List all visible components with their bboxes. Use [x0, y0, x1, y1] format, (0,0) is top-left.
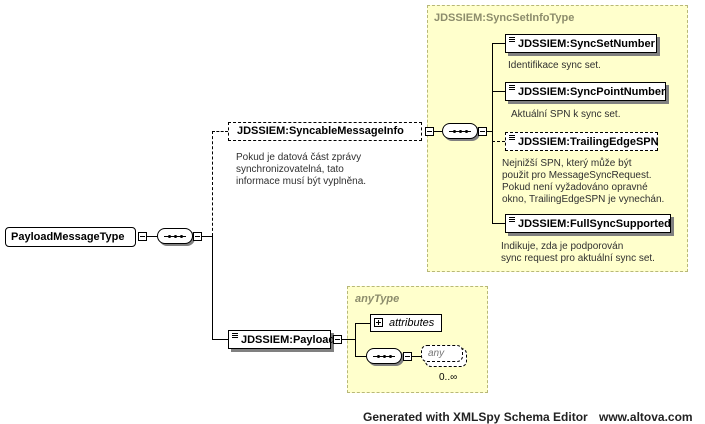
sync-set-info-sequence-toggle[interactable]	[478, 127, 487, 136]
element-label: JDSSIEM:TrailingEdgeSPN	[518, 136, 659, 148]
any-sequence-toggle[interactable]	[403, 352, 412, 361]
connector-line	[355, 323, 370, 324]
attributes-expand-toggle[interactable]	[374, 318, 383, 327]
connector-line-optional	[212, 131, 213, 236]
footer-generated-text: Generated with XMLSpy Schema Editor	[363, 410, 588, 424]
any-cardinality: 0..∞	[439, 372, 458, 383]
element-label: JDSSIEM:SyncPointNumber	[518, 86, 666, 98]
element-syncable-message-info[interactable]: JDSSIEM:SyncableMessageInfo	[228, 122, 422, 141]
element-payload[interactable]: JDSSIEM:Payload	[228, 330, 335, 349]
connector-line-optional	[492, 141, 505, 142]
root-collapse-toggle[interactable]	[138, 232, 147, 241]
attributes-box[interactable]: attributes	[370, 314, 442, 332]
element-icon	[509, 217, 515, 225]
root-sequence-compositor[interactable]	[157, 228, 193, 244]
any-type-title: anyType	[355, 293, 400, 305]
trailing-edge-spn-description: Nejnižší SPN, který může být použit pro …	[502, 158, 665, 205]
payload-collapse-toggle[interactable]	[333, 335, 342, 344]
element-icon	[232, 333, 238, 341]
syncable-collapse-toggle[interactable]	[425, 127, 434, 136]
root-element-payload-message-type[interactable]: PayloadMessageType	[5, 227, 136, 247]
connector-line	[487, 131, 492, 132]
syncable-description: Pokud je datová část zprávy synchronizov…	[236, 152, 367, 187]
sync-set-info-sequence-compositor[interactable]	[442, 123, 478, 139]
any-type-panel	[347, 286, 488, 393]
connector-line	[342, 339, 355, 340]
sequence-dot	[168, 235, 171, 238]
connector-line	[147, 236, 157, 237]
element-trailing-edge-spn[interactable]: JDSSIEM:TrailingEdgeSPN	[505, 132, 659, 151]
sequence-dot	[389, 355, 392, 358]
connector-line	[492, 43, 505, 44]
element-icon	[509, 85, 515, 93]
connector-line	[212, 339, 228, 340]
element-label: JDSSIEM:Payload	[241, 334, 336, 346]
element-icon	[509, 135, 515, 143]
element-icon	[509, 37, 515, 45]
full-sync-supported-description: Indikuje, zda je podporován sync request…	[501, 241, 655, 264]
connector-line	[355, 323, 356, 356]
root-sequence-toggle[interactable]	[193, 232, 202, 241]
sequence-dot	[180, 235, 183, 238]
element-label: JDSSIEM:FullSyncSupported	[518, 218, 671, 230]
sync-set-number-description: Identifikace sync set.	[508, 60, 601, 71]
connector-line-optional	[212, 131, 228, 132]
any-sequence-compositor[interactable]	[366, 348, 402, 364]
connector-line	[492, 223, 505, 224]
attributes-label: attributes	[389, 317, 435, 329]
element-sync-point-number[interactable]: JDSSIEM:SyncPointNumber	[505, 82, 666, 101]
sequence-dot	[174, 235, 177, 238]
connector-line	[355, 356, 366, 357]
element-label: JDSSIEM:SyncableMessageInfo	[237, 125, 404, 137]
element-sync-set-number[interactable]: JDSSIEM:SyncSetNumber	[505, 34, 657, 53]
element-full-sync-supported[interactable]: JDSSIEM:FullSyncSupported	[505, 214, 671, 233]
root-element-label: PayloadMessageType	[11, 231, 125, 243]
sequence-dot	[459, 130, 462, 133]
element-label: JDSSIEM:SyncSetNumber	[518, 38, 655, 50]
connector-line	[212, 236, 213, 339]
connector-line	[434, 131, 442, 132]
any-label: any	[428, 348, 445, 359]
sequence-dot	[377, 355, 380, 358]
footer-site-link[interactable]: www.altova.com	[599, 410, 693, 424]
sync-set-info-type-title: JDSSIEM:SyncSetInfoType	[434, 12, 575, 24]
any-wildcard[interactable]: any	[421, 345, 463, 362]
sequence-dot	[453, 130, 456, 133]
sync-point-number-description: Aktuální SPN k sync set.	[511, 109, 621, 120]
connector-line	[492, 43, 493, 223]
sequence-dot	[383, 355, 386, 358]
connector-line	[202, 236, 212, 237]
connector-line	[492, 91, 505, 92]
connector-line	[412, 356, 421, 357]
sequence-dot	[465, 130, 468, 133]
